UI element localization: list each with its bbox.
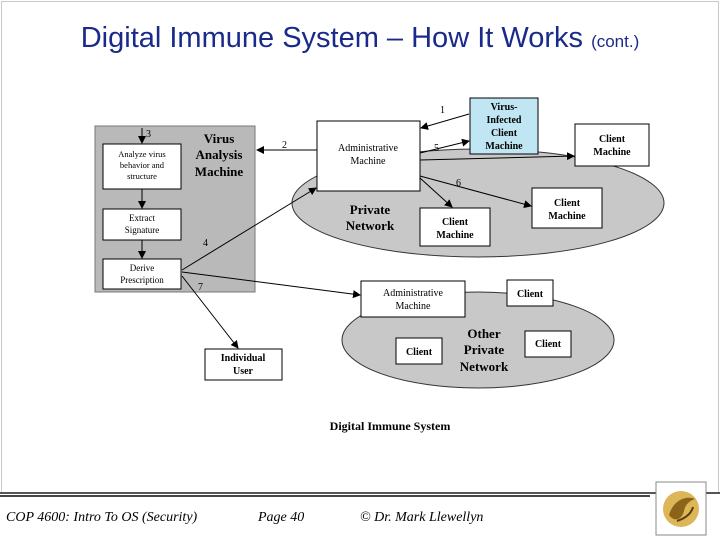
ucf-pegasus-logo — [655, 481, 707, 536]
client-machine-c-line1: Client — [442, 217, 469, 228]
infected-client-box — [469, 97, 539, 155]
arrow-number-7: 7 — [198, 282, 203, 293]
client-machine-c-box — [419, 207, 491, 247]
individual-user-line2: User — [233, 366, 254, 377]
infected-client-line1: Virus- — [491, 102, 518, 113]
client-b-box — [524, 330, 572, 358]
other-network-line2: Private — [464, 342, 505, 357]
client-a-box — [506, 279, 554, 307]
step-analyze-box — [102, 143, 182, 190]
arrow-number-5: 5 — [434, 143, 439, 154]
step-extract-box — [102, 208, 182, 241]
arrow-1 — [420, 113, 470, 130]
footer-band — [0, 494, 650, 537]
arrow-7-user — [181, 275, 239, 349]
individual-user-line1: Individual — [221, 353, 266, 364]
footer-course: COP 4600: Intro To OS (Security) — [6, 510, 198, 525]
arrow-5-infected — [419, 138, 470, 154]
client-machine-b-line2: Machine — [548, 211, 586, 222]
arrow-6-client-c — [419, 177, 453, 208]
diagram-caption: Digital Immune System — [330, 419, 451, 433]
virus-machine-line3: Machine — [195, 164, 244, 179]
client-c-box — [395, 337, 443, 365]
client-machine-b-line1: Client — [554, 198, 581, 209]
arrow-number-1: 1 — [440, 105, 445, 116]
step-analyze-line3: structure — [127, 171, 157, 181]
arrow-4 — [181, 187, 317, 271]
private-network-line2: Network — [346, 218, 395, 233]
step-extract-line2: Signature — [125, 225, 160, 235]
admin-machine-2-box — [360, 280, 466, 318]
infected-client-line4: Machine — [485, 141, 523, 152]
step-extract-line1: Extract — [129, 213, 155, 223]
arrow-6-client — [419, 175, 532, 209]
step-derive-box — [102, 258, 182, 290]
admin-machine-1-box — [316, 120, 421, 192]
individual-user-box — [204, 348, 283, 381]
arrow-number-2: 2 — [282, 140, 287, 151]
virus-machine-line2: Analysis — [196, 147, 243, 162]
client-machine-c-line2: Machine — [436, 230, 474, 241]
arrow-number-4: 4 — [203, 238, 208, 249]
other-network-line3: Network — [460, 359, 509, 374]
client-machine-a-box — [574, 123, 650, 167]
client-a-label: Client — [517, 289, 544, 300]
other-network-line1: Other — [467, 326, 500, 341]
footer-page: Page 40 — [258, 510, 305, 525]
infected-client-line2: Infected — [487, 115, 522, 126]
title-main: Digital Immune System – How It Works — [80, 22, 592, 54]
arrow-number-3: 3 — [146, 129, 151, 140]
step-derive-line2: Prescription — [120, 275, 164, 285]
virus-machine-line1: Virus — [204, 131, 235, 146]
client-machine-a-line2: Machine — [593, 147, 631, 158]
slide-title: Digital Immune System – How It Works (co… — [0, 22, 720, 55]
arrow-number-6: 6 — [456, 178, 461, 189]
admin-machine-2-line2: Machine — [396, 301, 432, 312]
admin-machine-2-line1: Administrative — [383, 288, 444, 299]
private-network-line1: Private — [350, 202, 391, 217]
admin-machine-1-line2: Machine — [351, 156, 387, 167]
client-c-label: Client — [406, 347, 433, 358]
step-analyze-line1: Analyze virus — [118, 149, 165, 159]
title-suffix: (cont.) — [591, 32, 640, 51]
step-analyze-line2: behavior and — [120, 160, 165, 170]
infected-client-line3: Client — [491, 128, 518, 139]
client-b-label: Client — [535, 339, 562, 350]
admin-machine-1-line1: Administrative — [338, 143, 399, 154]
client-machine-a-line1: Client — [599, 134, 626, 145]
step-derive-line1: Derive — [130, 263, 155, 273]
arrow-7-admin — [181, 271, 361, 299]
footer-author: © Dr. Mark Llewellyn — [360, 510, 484, 525]
arrow-5-client — [419, 152, 575, 161]
client-machine-b-box — [531, 187, 603, 229]
